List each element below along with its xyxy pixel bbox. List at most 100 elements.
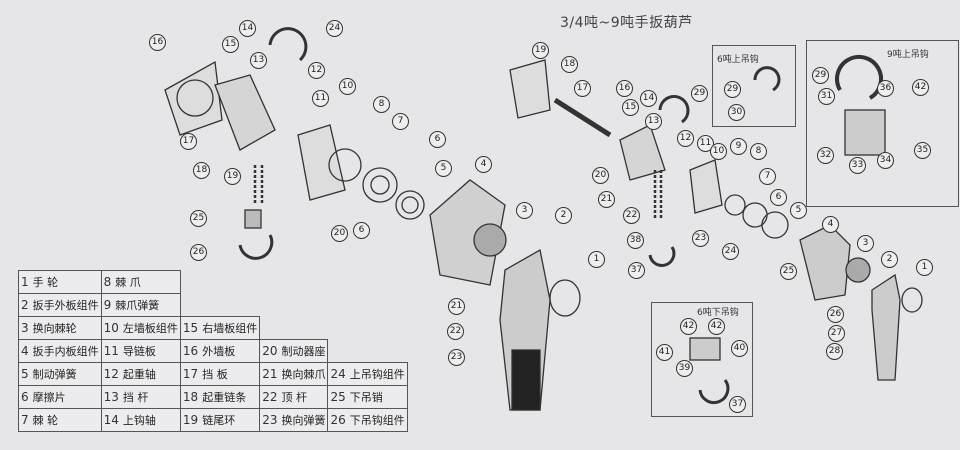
empty-cell	[260, 271, 328, 294]
part-callout: 3	[516, 202, 533, 219]
empty-cell	[328, 271, 407, 294]
right-hoist-assembly	[509, 59, 923, 381]
left-hoist-assembly	[164, 27, 581, 411]
part-name: 扳手内板组件	[32, 345, 99, 358]
part-number: 19	[182, 413, 199, 427]
part-callout: 3	[857, 235, 874, 252]
part-name: 换向棘轮	[32, 322, 77, 335]
part-callout: 17	[574, 80, 591, 97]
part-number: 7	[21, 413, 29, 427]
part-name: 起重轴	[122, 368, 156, 381]
part-name: 上吊钩组件	[349, 368, 405, 381]
part-number: 24	[330, 367, 346, 381]
part-callout: 7	[759, 168, 776, 185]
part-callout: 10	[710, 143, 727, 160]
part-callout: 25	[780, 263, 797, 280]
part-callout: 22	[623, 207, 640, 224]
part-number: 8	[103, 275, 112, 289]
part-callout: 1	[588, 251, 605, 268]
part-callout: 13	[645, 113, 662, 130]
part-name: 换向棘爪	[281, 368, 326, 381]
part-name: 棘爪弹簧	[115, 299, 160, 312]
part-callout: 29	[724, 81, 741, 98]
part-number: 23	[262, 413, 278, 427]
empty-cell	[328, 340, 407, 363]
part-callout: 36	[877, 80, 894, 97]
inset-label: 6吨下吊钩	[697, 308, 739, 318]
part-callout: 35	[914, 142, 931, 159]
part-number: 3	[21, 321, 29, 335]
part-name: 挡 板	[202, 368, 228, 381]
empty-cell	[180, 271, 259, 294]
part-callout: 20	[331, 225, 348, 242]
part-callout: 11	[697, 135, 714, 152]
part-callout: 14	[239, 20, 256, 37]
inset-label: 6吨上吊钩	[717, 55, 759, 65]
part-name: 制动器座	[281, 345, 326, 358]
part-name: 挡 杆	[122, 391, 149, 404]
part-number: 15	[182, 321, 199, 335]
part-name: 手 轮	[32, 276, 59, 289]
part-callout: 21	[598, 191, 615, 208]
part-name: 换向弹簧	[281, 414, 326, 427]
part-callout: 26	[190, 244, 207, 261]
part-callout: 4	[475, 156, 492, 173]
part-callout: 30	[728, 104, 745, 121]
part-callout: 42	[680, 318, 697, 335]
part-callout: 1	[916, 259, 933, 276]
part-name: 导链板	[122, 345, 156, 358]
part-callout: 21	[448, 298, 465, 315]
part-callout: 31	[818, 88, 835, 105]
part-callout: 41	[656, 344, 673, 361]
part-number: 11	[103, 344, 119, 358]
part-callout: 40	[731, 340, 748, 357]
part-callout: 18	[561, 56, 578, 73]
part-number: 14	[103, 413, 119, 427]
part-callout: 24	[722, 243, 739, 260]
part-callout: 6	[353, 222, 370, 239]
part-callout: 12	[308, 62, 325, 79]
part-number: 10	[103, 321, 119, 335]
part-number: 16	[182, 344, 199, 358]
part-number: 4	[21, 344, 29, 358]
part-callout: 42	[708, 318, 725, 335]
part-callout: 38	[627, 232, 644, 249]
part-number: 9	[103, 298, 112, 312]
part-name: 右墙板组件	[202, 322, 258, 335]
part-callout: 37	[628, 262, 645, 279]
part-callout: 24	[326, 20, 343, 37]
empty-cell	[260, 317, 328, 340]
part-name: 顶 杆	[281, 391, 307, 404]
part-callout: 28	[826, 343, 843, 360]
part-callout: 15	[622, 99, 639, 116]
part-name: 起重链条	[202, 391, 247, 404]
part-callout: 17	[180, 133, 197, 150]
part-callout: 2	[881, 251, 898, 268]
part-callout: 19	[224, 168, 241, 185]
inset-9t-upper-hook: 9吨上吊钩	[806, 40, 959, 207]
part-callout: 14	[640, 90, 657, 107]
part-number: 1	[21, 275, 29, 289]
part-number: 12	[103, 367, 119, 381]
